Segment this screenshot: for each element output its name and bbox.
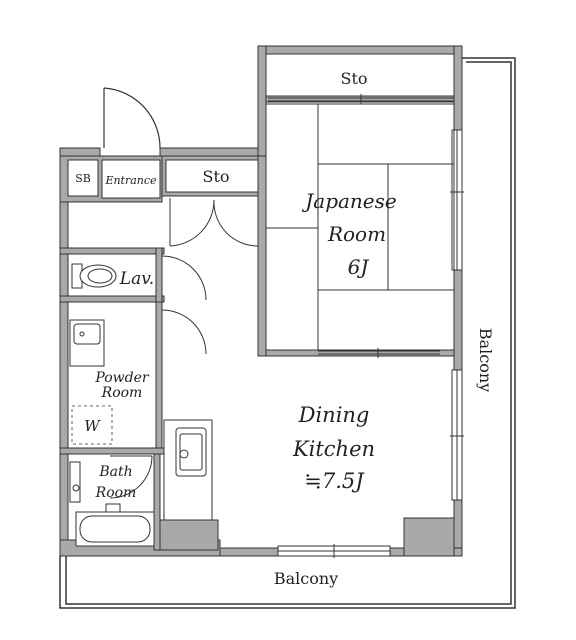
bath-room-label-2: Room xyxy=(95,485,137,501)
balcony-outline xyxy=(59,57,516,609)
japanese-room-doors xyxy=(318,348,440,358)
bath-door xyxy=(109,455,153,499)
bathtub-fixture xyxy=(69,461,155,547)
washer-label: W xyxy=(84,417,101,435)
japanese-room-size: 6J xyxy=(348,255,370,279)
lavatory-label: Lav. xyxy=(119,269,154,289)
kitchen-sink xyxy=(175,427,207,477)
bottom-window xyxy=(277,544,391,558)
interior-walls xyxy=(59,95,455,551)
entrance-door xyxy=(103,87,161,149)
hall-storage-doors xyxy=(169,198,259,247)
washer-space xyxy=(71,405,113,445)
japanese-room-label-2: Room xyxy=(327,222,386,246)
tatami-mats xyxy=(265,103,455,351)
japanese-room-label-1: Japanese xyxy=(301,189,396,213)
shoe-box-label: SB xyxy=(75,172,91,185)
entrance-label: Entrance xyxy=(104,174,157,187)
powder-room-label-2: Room xyxy=(101,385,143,401)
storage-top-label: Sto xyxy=(340,69,367,88)
bath-room-label-1: Bath xyxy=(98,464,132,480)
dining-kitchen-size: ≒7.5J xyxy=(304,469,365,493)
balcony-bottom-label: Balcony xyxy=(274,569,338,588)
powder-door xyxy=(161,309,207,355)
sink-fixture xyxy=(69,319,105,367)
toilet-fixture xyxy=(71,263,117,289)
powder-room-label-1: Powder xyxy=(94,370,150,386)
dining-kitchen-label-2: Kitchen xyxy=(292,437,375,461)
exterior-walls xyxy=(59,45,463,557)
dining-kitchen-label-1: Dining xyxy=(298,403,370,427)
lav-door xyxy=(161,255,207,301)
storage-hall-label: Sto xyxy=(202,167,229,186)
balcony-right-label: Balcony xyxy=(476,328,495,392)
right-windows xyxy=(450,129,464,501)
storage-top-doors xyxy=(268,94,454,104)
